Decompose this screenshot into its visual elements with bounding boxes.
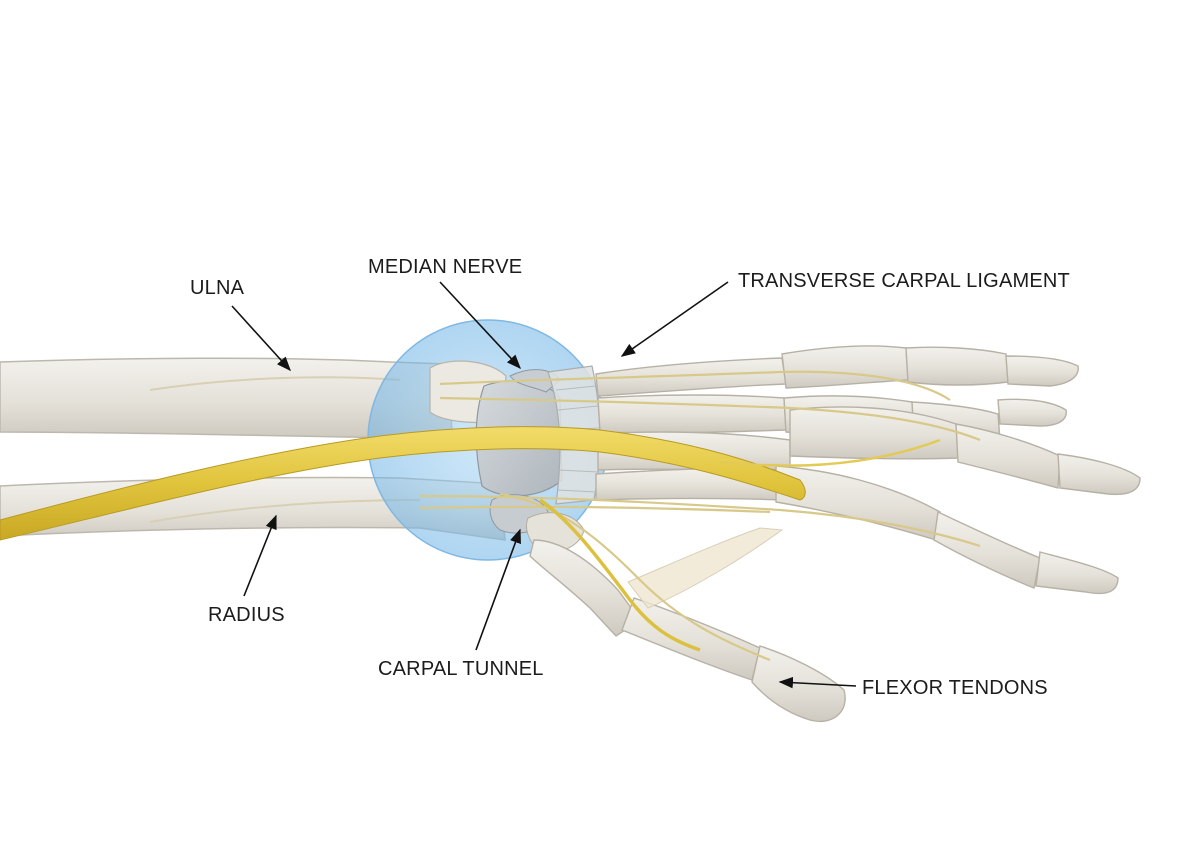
metacarpal-thumb	[529, 539, 641, 637]
arrow-flexor-tendons	[778, 676, 857, 689]
flexor-tendons	[419, 370, 981, 662]
thumb-webbing	[627, 527, 784, 609]
label-ulna: ULNA	[190, 277, 245, 299]
label-radius: RADIUS	[208, 604, 285, 626]
median-nerve-branch-digit	[719, 438, 941, 467]
middle-phalanx-3	[955, 423, 1061, 489]
arrow-carpal-tunnel	[475, 528, 521, 651]
arrow-median-nerve	[439, 281, 521, 370]
label-flexor-tendons: FLEXOR TENDONS	[862, 677, 1048, 699]
label-carpal-tunnel: CARPAL TUNNEL	[378, 658, 544, 680]
metacarpal-2	[597, 394, 787, 434]
ulna-ridge	[149, 376, 401, 391]
hand-bones	[529, 345, 1141, 722]
tendon-thumb	[499, 492, 771, 662]
label-transverse-carpal-ligament: TRANSVERSE CARPAL LIGAMENT	[738, 270, 1070, 292]
median-nerve-main	[0, 426, 806, 541]
median-nerve-branch-thumb	[539, 498, 701, 652]
distal-phalanx-4	[1035, 551, 1119, 595]
tendon-4	[419, 505, 771, 514]
arrow-transverse-carpal-ligament	[620, 281, 729, 357]
middle-phalanx-1	[905, 346, 1009, 386]
tendon-3	[419, 494, 981, 548]
proximal-phalanx-thumb	[621, 597, 761, 681]
radius-ridge	[149, 499, 421, 523]
leader-lines	[231, 281, 857, 689]
proximal-phalanx-1	[781, 345, 909, 389]
middle-phalanx-4	[933, 510, 1041, 589]
distal-phalanx-1	[1005, 355, 1079, 387]
arrow-ulna	[231, 305, 291, 372]
tendon-1	[439, 370, 951, 401]
median-nerve	[0, 426, 941, 652]
distal-phalanx-2	[997, 398, 1067, 427]
tendon-2	[439, 396, 981, 442]
label-median-nerve: MEDIAN NERVE	[368, 256, 522, 278]
distal-phalanx-3	[1057, 453, 1141, 496]
arrow-radius	[243, 514, 277, 597]
